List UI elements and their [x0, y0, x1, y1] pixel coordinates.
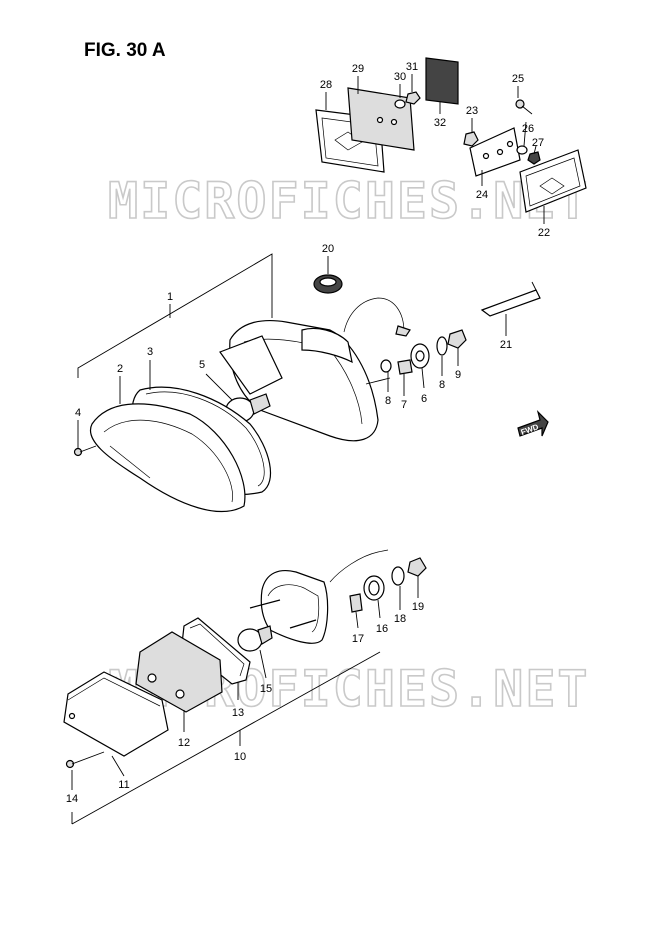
callout-21: 21: [500, 339, 512, 351]
grommet-6: [410, 343, 430, 369]
screw-4: [73, 445, 97, 457]
fwd-label: FWD: [520, 422, 540, 437]
callout-27: 27: [532, 137, 544, 149]
callout-14: 14: [66, 793, 78, 805]
callout-25: 25: [512, 73, 524, 85]
grommet-16: [363, 575, 385, 601]
callout-1: 1: [167, 291, 173, 303]
callout-12: 12: [178, 737, 190, 749]
callout-3: 3: [147, 346, 153, 358]
callout-18: 18: [394, 613, 406, 625]
callout-29: 29: [352, 63, 364, 75]
bracket-21: [480, 281, 541, 317]
washer-26: [516, 145, 528, 155]
callout-6: 6: [421, 393, 427, 405]
screw-25: [515, 99, 533, 115]
callout-8a: 8: [385, 395, 391, 407]
callout-15: 15: [260, 683, 272, 695]
washer-30: [394, 99, 406, 109]
license-light-housing: [249, 549, 389, 644]
reflector-bracket-24: [469, 127, 521, 177]
callout-13: 13: [232, 707, 244, 719]
washer-8b: [436, 336, 448, 356]
callout-10: 10: [234, 751, 246, 763]
callout-26: 26: [522, 123, 534, 135]
collar-7: [397, 359, 413, 375]
callout-23: 23: [466, 105, 478, 117]
callout-5: 5: [199, 359, 205, 371]
callout-9: 9: [455, 369, 461, 381]
callout-31: 31: [406, 61, 418, 73]
nut-31: [405, 91, 421, 105]
callout-32: 32: [434, 117, 446, 129]
cover-11: [63, 671, 169, 757]
tail-lens-2: [89, 403, 246, 513]
grommet-20: [313, 274, 343, 294]
nut-27: [527, 151, 541, 165]
callout-2: 2: [117, 363, 123, 375]
nut-9: [447, 329, 467, 349]
nut-23: [463, 131, 479, 147]
callout-20: 20: [322, 243, 334, 255]
callout-labels: 1 2 3 4 5 6 7 8 8 9 10 11 12 13 14 15 16…: [66, 61, 550, 805]
callout-4: 4: [75, 407, 81, 419]
watermark-top: MICROFICHES.NET: [108, 172, 590, 230]
callout-24: 24: [476, 189, 488, 201]
callout-16: 16: [376, 623, 388, 635]
screw-14: [65, 751, 105, 769]
washer-18: [391, 566, 405, 586]
tail-light-housing: [219, 297, 411, 442]
reflector-bracket-29: [347, 87, 415, 151]
fwd-arrow: FWD: [517, 410, 549, 437]
reflector-pad-32: [425, 57, 459, 105]
leader-lines: [71, 74, 545, 790]
lens-12: [135, 631, 223, 713]
callout-22: 22: [538, 227, 550, 239]
callout-7: 7: [401, 399, 407, 411]
callout-28: 28: [320, 79, 332, 91]
callout-8b: 8: [439, 379, 445, 391]
figure-title: FIG. 30 A: [84, 40, 166, 61]
callout-30: 30: [394, 71, 406, 83]
collar-17: [349, 593, 363, 613]
screw-8-main: [365, 359, 392, 385]
nut-19: [407, 557, 427, 577]
bulb-15: [237, 625, 273, 652]
callout-19: 19: [412, 601, 424, 613]
side-reflector-right-22: [519, 149, 587, 213]
callout-11: 11: [118, 779, 129, 791]
callout-17: 17: [352, 633, 364, 645]
